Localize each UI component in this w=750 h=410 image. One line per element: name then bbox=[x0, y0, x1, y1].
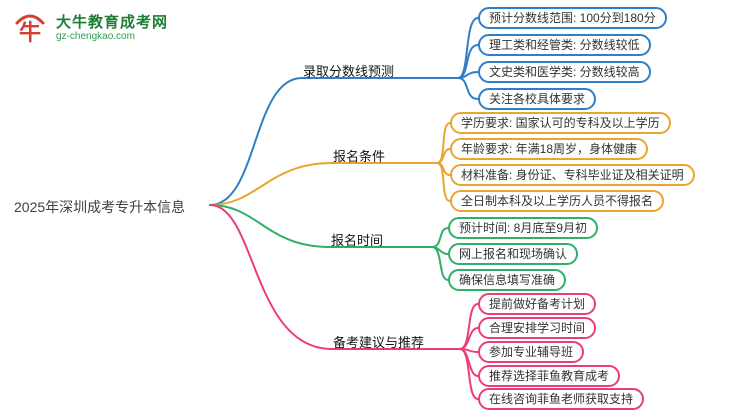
branch-admission-score: 录取分数线预测 bbox=[303, 64, 395, 79]
leaf-node: 提前做好备考计划 bbox=[478, 293, 597, 315]
leaf-node: 年龄要求: 年满18周岁，身体健康 bbox=[450, 138, 649, 160]
bull-icon: 牛 bbox=[15, 14, 45, 45]
branch-prep-suggestions: 备考建议与推荐 bbox=[333, 335, 425, 350]
logo-subtitle: gz-chengkao.com bbox=[56, 30, 135, 42]
leaf-node: 预计时间: 8月底至9月初 bbox=[448, 217, 599, 239]
leaf-node: 全日制本科及以上学历人员不得报名 bbox=[450, 190, 665, 212]
leaf-node: 理工类和经管类: 分数线较低 bbox=[478, 34, 651, 56]
leaf-node: 学历要求: 国家认可的专科及以上学历 bbox=[450, 112, 671, 134]
root-node: 2025年深圳成考专升本信息 bbox=[14, 199, 186, 215]
leaf-node: 预计分数线范围: 100分到180分 bbox=[478, 7, 667, 29]
leaf-node: 在线咨询菲鱼老师获取支持 bbox=[478, 388, 645, 410]
leaf-node: 推荐选择菲鱼教育成考 bbox=[478, 365, 621, 387]
leaf-node: 材料准备: 身份证、专科毕业证及相关证明 bbox=[450, 164, 695, 186]
svg-text:牛: 牛 bbox=[19, 20, 41, 45]
leaf-node: 关注各校具体要求 bbox=[478, 88, 597, 110]
branch-registration-time: 报名时间 bbox=[331, 233, 384, 248]
logo: 牛 大牛教育成考网 gz-chengkao.com bbox=[10, 8, 168, 48]
leaf-node: 合理安排学习时间 bbox=[478, 317, 597, 339]
leaf-node: 参加专业辅导班 bbox=[478, 341, 585, 363]
leaf-node: 网上报名和现场确认 bbox=[448, 243, 579, 265]
leaf-node: 文史类和医学类: 分数线较高 bbox=[478, 61, 651, 83]
leaf-node: 确保信息填写准确 bbox=[448, 269, 567, 291]
branch-registration-conditions: 报名条件 bbox=[333, 149, 386, 164]
logo-title: 大牛教育成考网 bbox=[56, 13, 169, 31]
